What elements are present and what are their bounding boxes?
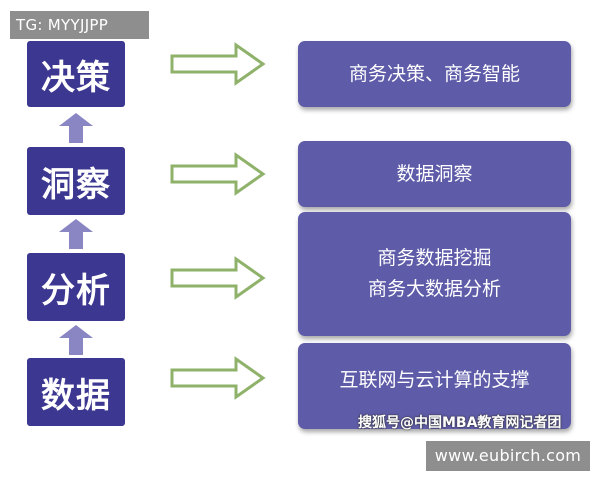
panel-text: 商务数据挖掘 (377, 247, 492, 269)
panel-text: 互联网与云计算的支撑 (339, 369, 530, 391)
panel-data-mining: 商务数据挖掘 商务大数据分析 (298, 212, 571, 336)
site-tag: www.eubirch.com (426, 441, 590, 471)
level-box-insight: 洞察 (27, 147, 125, 215)
up-arrow-icon (59, 113, 93, 143)
level-box-data: 数据 (27, 358, 125, 426)
tg-tag: TG: MYYJJPP (10, 11, 149, 39)
level-box-decision: 决策 (27, 41, 125, 107)
panel-text: 商务决策、商务智能 (348, 62, 520, 85)
level-box-analysis: 分析 (27, 253, 125, 321)
panel-text: 数据洞察 (396, 162, 473, 185)
panel-cloud-support: 互联网与云计算的支撑 (298, 343, 571, 429)
right-arrow-icon (170, 152, 266, 196)
right-arrow-icon (170, 356, 266, 400)
panel-business-decision: 商务决策、商务智能 (298, 41, 571, 107)
panel-text: 商务大数据分析 (367, 278, 501, 300)
right-arrow-icon (170, 42, 266, 86)
right-arrow-icon (170, 256, 266, 300)
up-arrow-icon (59, 325, 93, 355)
up-arrow-icon (59, 219, 93, 249)
watermark-text: 搜狐号@中国MBA教育网记者团 (358, 415, 562, 431)
panel-data-insight: 数据洞察 (298, 141, 571, 207)
